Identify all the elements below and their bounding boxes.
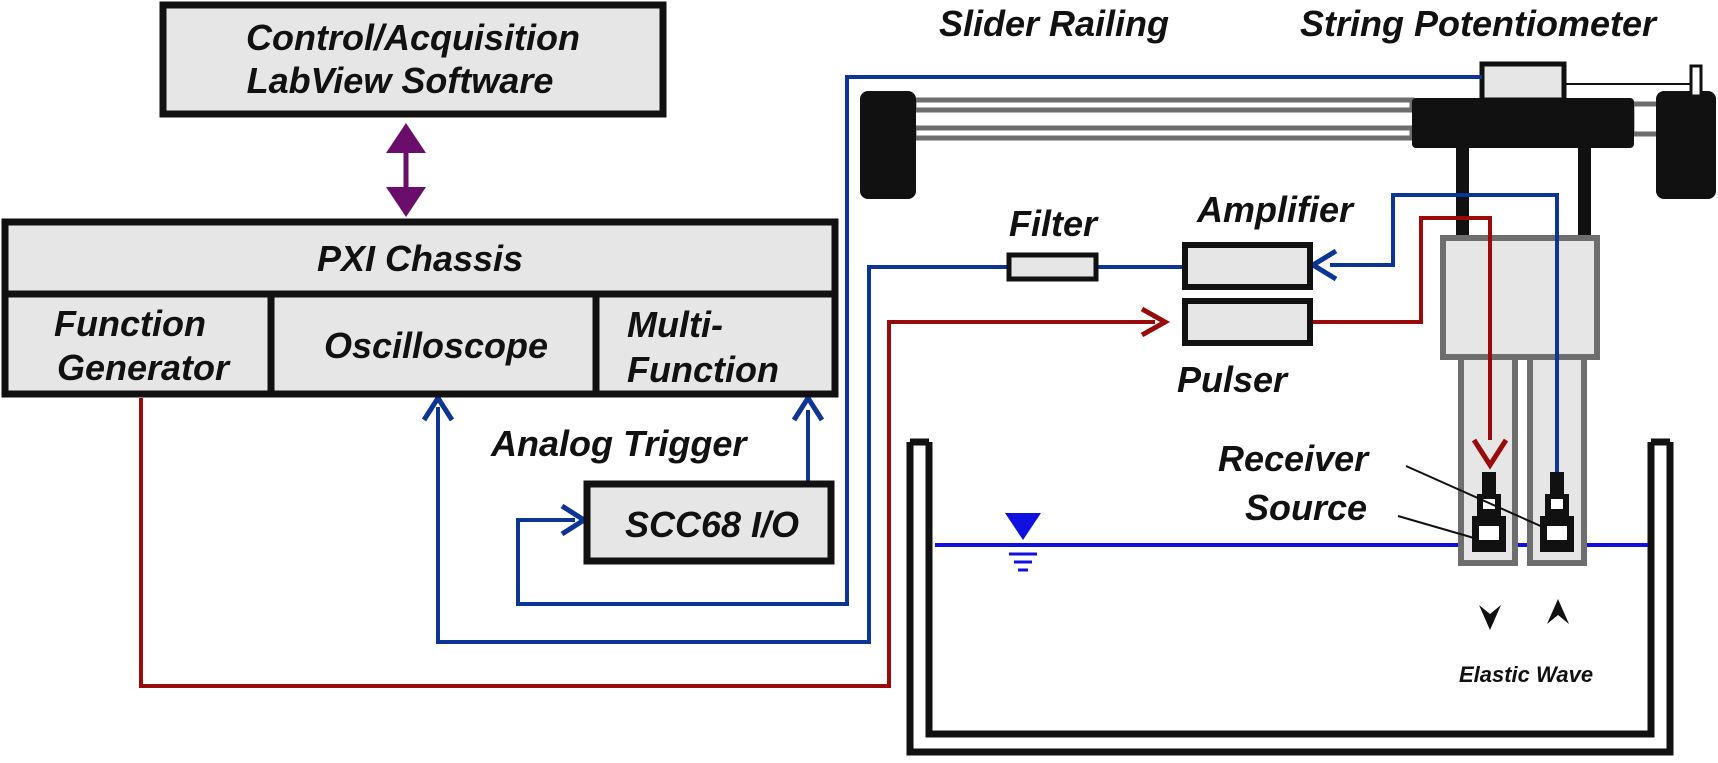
filter-label: Filter [1009,203,1099,244]
analog-trigger-label: Analog Trigger [490,423,748,464]
software-box [159,1,667,118]
source-pointer [1397,515,1475,539]
water-tank [906,438,1674,756]
oscilloscope-label: Oscilloscope [324,325,548,366]
software-label-line2: LabView Software [247,60,554,101]
wave-down-arrow [1479,605,1501,630]
receiver-pointer [1405,465,1546,529]
source-label: Source [1245,487,1367,528]
pulser-label: Pulser [1177,359,1289,400]
amplifier-label: Amplifier [1196,189,1355,230]
software-label-line1: Control/Acquisition [246,17,580,58]
slider-railing [860,91,1716,199]
pulser-to-source-wire [1310,216,1492,440]
multifunction-label-line1: Multi- [627,304,723,345]
scc68-label: SCC68 I/O [625,504,799,545]
receiver-transducer [1472,472,1506,552]
arrow-to-source [1471,438,1509,470]
function-generator-label-line2: Generator [57,347,231,388]
scc68-box [583,480,835,565]
function-generator-to-pulser-wire [139,320,1155,688]
string-potentiometer-device [1479,61,1703,103]
water-level-symbol [1005,513,1041,572]
arrow-to-oscilloscope [421,393,455,422]
function-generator-label-line1: Function [54,303,206,344]
filter-to-oscilloscope-wire [436,265,1009,644]
arrow-to-multifunction [791,393,825,422]
pulser-box [1182,298,1313,346]
slider-railing-label: Slider Railing [939,3,1169,44]
wave-up-arrow [1547,599,1569,624]
slider-carriage [1412,98,1634,566]
string-potentiometer-label: String Potentiometer [1300,3,1658,44]
amplifier-box [1182,242,1313,290]
elastic-wave-label: Elastic Wave [1459,662,1593,687]
receiver-to-amplifier-wire [1330,193,1559,472]
source-transducer [1540,472,1574,552]
elastic-wave-arrows [1479,599,1569,630]
multifunction-label-line2: Function [627,349,779,390]
arrow-to-pulser [1140,306,1171,338]
potentiometer-signal-wire [516,75,1482,606]
pxi-chassis-box [1,218,839,398]
receiver-label: Receiver [1218,438,1370,479]
pxi-chassis-label: PXI Chassis [317,238,523,279]
filter-box [1006,252,1099,282]
